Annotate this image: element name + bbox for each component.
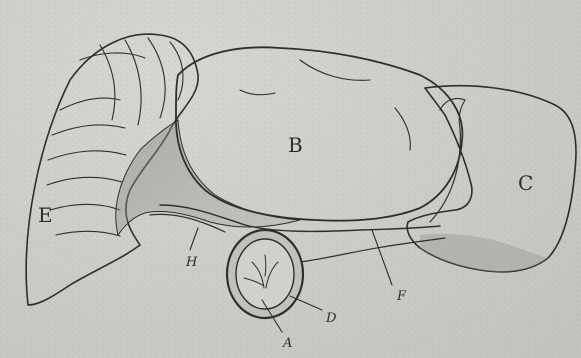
label-c: C <box>518 171 533 195</box>
label-b: B <box>288 133 303 157</box>
label-h: H <box>185 255 198 270</box>
label-a: A <box>282 336 292 351</box>
label-d: D <box>325 311 337 326</box>
label-f: F <box>396 289 407 304</box>
label-e: E <box>38 203 53 227</box>
